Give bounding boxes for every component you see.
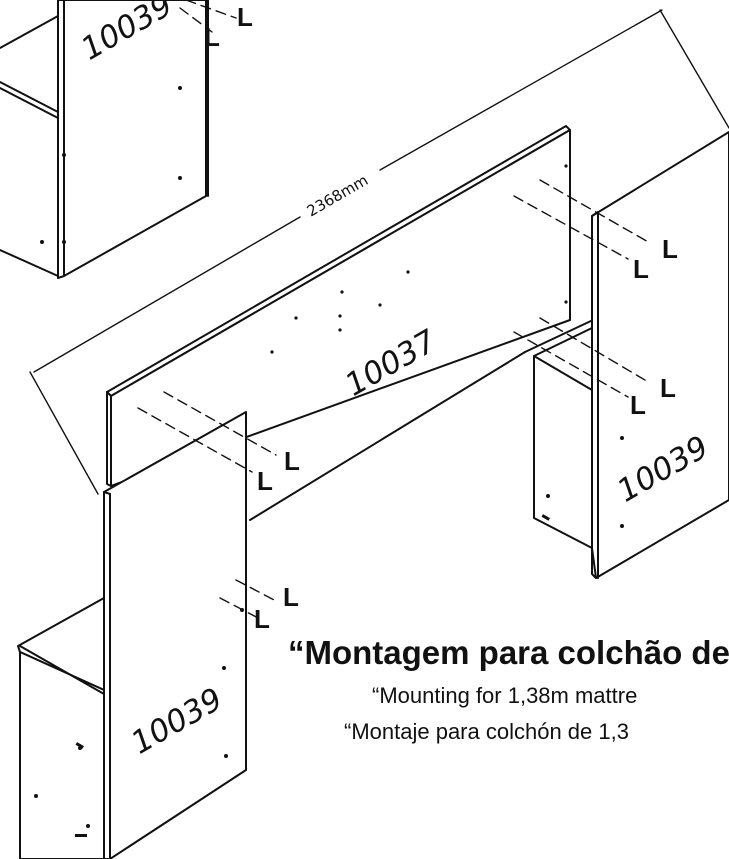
fastener-label: L <box>633 254 649 284</box>
fastener-label: L <box>662 234 678 264</box>
fastener-label: L <box>204 22 220 52</box>
fastener-label: L <box>237 2 253 32</box>
fastener-label: L <box>283 582 299 612</box>
right-cabinet <box>533 131 729 579</box>
dowel-guides <box>137 0 651 621</box>
fastener-label: L <box>284 446 300 476</box>
fastener-label: L <box>257 466 273 496</box>
center-panel <box>106 125 594 521</box>
fastener-label: L <box>660 373 676 403</box>
dimension-label: 2368mm <box>304 171 371 220</box>
fastener-label: L <box>630 390 646 420</box>
fastener-label: L <box>254 604 270 634</box>
caption-english: “Mounting for 1,38m mattre <box>372 683 638 708</box>
caption-portuguese: “Montagem para colchão de <box>288 634 729 671</box>
dimension-line <box>29 9 729 495</box>
top-left-cabinet <box>0 0 209 279</box>
caption-spanish: “Montaje para colchón de 1,3 <box>344 719 629 744</box>
hole-markers <box>34 86 624 837</box>
bottom-left-cabinet <box>17 411 247 859</box>
